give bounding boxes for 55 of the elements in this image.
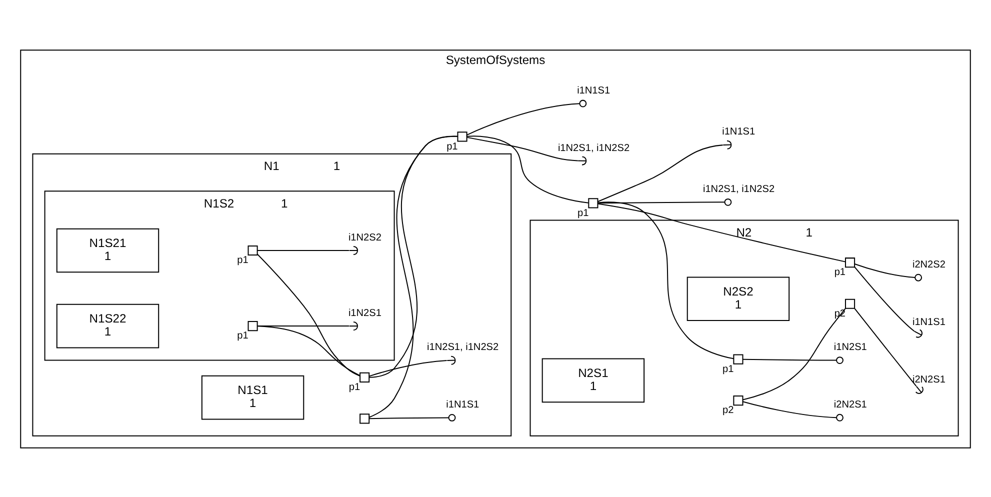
connector	[369, 355, 456, 376]
connector	[598, 198, 732, 206]
node-label: i1N2S1, i1N2S2	[558, 142, 630, 154]
node-label: p1	[834, 266, 846, 278]
node-box	[588, 198, 598, 208]
node-label: p1	[722, 363, 734, 374]
node-box: N2S2 1	[686, 276, 790, 321]
connector	[369, 413, 456, 421]
node-box: N1S1 1	[201, 374, 304, 420]
node-label: i1N2S1, i1N2S2	[427, 342, 499, 353]
node-label: i1N2S1	[834, 342, 867, 353]
node-label: i1N1S1	[722, 126, 756, 138]
node-label: i1N1S1	[577, 84, 610, 96]
connector	[257, 321, 358, 330]
connector	[467, 136, 587, 165]
connector	[742, 400, 844, 421]
node-box	[248, 244, 258, 256]
connector	[598, 201, 734, 359]
node-box: N2S1 1	[542, 358, 645, 402]
node-label: i1N2S1	[348, 307, 382, 318]
connector	[854, 266, 922, 338]
connector	[854, 263, 922, 281]
node-box	[733, 354, 744, 364]
node-label: p1	[578, 207, 589, 218]
node-label: i2N2S2	[912, 259, 946, 270]
connector	[258, 325, 360, 376]
node-box: N1S21 1	[56, 228, 160, 272]
node-box	[360, 413, 370, 424]
connector	[256, 253, 360, 376]
node-label: p1	[348, 382, 360, 392]
node-label: i1N1S1	[912, 316, 946, 328]
node-box	[457, 131, 468, 142]
connector	[598, 140, 732, 202]
node-box	[248, 320, 258, 331]
connector	[598, 202, 846, 262]
node-label: i2N2S1	[834, 399, 867, 410]
node-box	[360, 372, 370, 382]
node-box	[844, 257, 856, 268]
node-label: p1	[237, 254, 248, 266]
connector	[466, 99, 587, 135]
connector	[466, 135, 588, 203]
node-box	[844, 298, 856, 308]
connector	[742, 308, 846, 400]
node-label: i1N1S1	[446, 399, 480, 410]
node-label: i1N2S2	[348, 232, 382, 243]
node-label: p2	[722, 404, 734, 416]
connector	[257, 245, 358, 255]
node-label: p1	[237, 330, 248, 342]
node-box	[733, 395, 744, 406]
connector	[854, 308, 924, 394]
connector	[742, 356, 844, 364]
node-label: i1N2S1, i1N2S2	[702, 184, 775, 195]
node-label: i2N2S1	[912, 374, 946, 385]
node-box: N1S22 1	[56, 303, 160, 348]
node-label: p1	[446, 140, 458, 152]
